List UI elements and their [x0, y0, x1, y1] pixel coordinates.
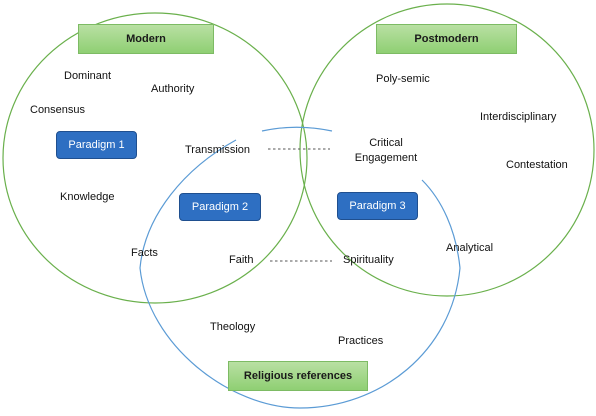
term-facts: Facts [131, 247, 158, 259]
postmodern-circle [299, 3, 595, 297]
term-knowledge: Knowledge [60, 191, 115, 203]
term-spirituality: Spirituality [343, 254, 394, 266]
term-transmission: Transmission [185, 144, 250, 156]
paradigm-2-box: Paradigm 2 [179, 193, 261, 221]
religious-references-arc [139, 267, 461, 409]
term-faith: Faith [229, 254, 254, 266]
term-critical-engagement: Critical Engagement [340, 136, 432, 166]
term-theology: Theology [210, 321, 256, 333]
term-poly-semic: Poly-semic [376, 73, 430, 85]
modern-header: Modern [78, 24, 214, 54]
term-contestation: Contestation [506, 159, 568, 171]
religious-references-header: Religious references [228, 361, 368, 391]
term-critical-line1: Critical [369, 137, 403, 149]
term-interdisciplinary: Interdisciplinary [480, 111, 557, 123]
postmodern-header: Postmodern [376, 24, 517, 54]
paradigm-1-box: Paradigm 1 [56, 131, 137, 159]
religious-top-arc [261, 126, 333, 132]
religious-upper-left-arc [139, 139, 237, 269]
term-practices: Practices [338, 335, 384, 347]
term-dominant: Dominant [64, 70, 112, 82]
term-analytical: Analytical [446, 242, 494, 254]
term-critical-line2: Engagement [354, 152, 418, 164]
religious-right-arc [421, 179, 461, 269]
modern-circle [2, 12, 308, 304]
paradigm-3-box: Paradigm 3 [337, 192, 418, 220]
term-consensus: Consensus [30, 104, 86, 116]
term-authority: Authority [151, 83, 195, 95]
